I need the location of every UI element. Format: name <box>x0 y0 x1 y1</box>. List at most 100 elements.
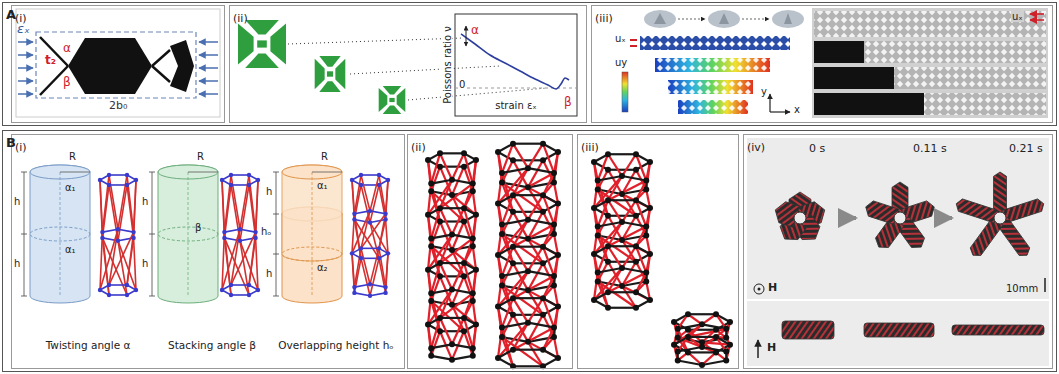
figure-art <box>152 66 170 82</box>
figure-art <box>812 8 1048 118</box>
figure-art <box>425 157 431 163</box>
figure-art <box>354 211 370 214</box>
figure-art <box>555 252 561 258</box>
figure-art <box>814 67 894 89</box>
figure-art <box>525 184 531 190</box>
figure-art <box>495 252 501 258</box>
figure-art <box>540 157 546 163</box>
figure-art <box>723 349 729 355</box>
figure-art <box>131 236 135 240</box>
figure-art <box>98 178 102 182</box>
figure-art <box>282 165 342 179</box>
axis-caption: strain εₓ <box>494 100 538 111</box>
figure-label: h <box>141 196 149 207</box>
subpanel-label: (iii) <box>581 141 599 154</box>
figure-label: h <box>141 258 149 269</box>
figure-label: 2b₀ <box>108 100 128 112</box>
figure-art <box>608 246 622 268</box>
figure-label: α <box>470 24 480 37</box>
figure-art <box>814 41 864 63</box>
figure-art <box>249 238 256 285</box>
figure-art <box>312 172 313 296</box>
figure-art <box>425 267 431 273</box>
figure-label: uₓ <box>1011 11 1024 22</box>
figure-art <box>440 152 464 154</box>
figure-art <box>646 162 650 189</box>
lattice-tube <box>495 141 561 370</box>
figure-art <box>30 165 90 179</box>
figure-art <box>510 347 516 353</box>
axis-caption: Overlapping height hₒ <box>277 340 394 352</box>
figure-art <box>608 227 646 247</box>
figure-art <box>622 268 646 272</box>
star-robot <box>772 192 828 246</box>
subpanel-label: (ii) <box>233 12 248 25</box>
figure-art <box>359 173 363 177</box>
figure-art <box>782 321 834 339</box>
figure-art <box>727 342 733 348</box>
figure-art <box>354 284 370 287</box>
figure-art <box>327 71 333 76</box>
figure-art <box>551 221 557 227</box>
figure-art <box>437 273 443 279</box>
figure-art <box>498 323 528 358</box>
figure-label: 0 s <box>808 143 826 155</box>
figure-art <box>428 290 434 296</box>
figure-art <box>647 297 653 303</box>
figure-art <box>894 67 1046 89</box>
lattice-tube <box>98 173 138 297</box>
figure-art <box>116 227 120 231</box>
figure-art <box>134 288 138 292</box>
figure-label: H <box>767 282 778 294</box>
figure-art <box>608 181 646 201</box>
figure-art <box>594 268 622 300</box>
figure-art <box>644 10 676 28</box>
figure-art <box>622 200 636 222</box>
figure-art <box>352 285 356 289</box>
figure-art <box>440 207 464 209</box>
figure-art <box>199 93 218 95</box>
figure-art <box>370 211 386 214</box>
figure-art <box>499 324 505 330</box>
figure-label: h <box>265 268 273 279</box>
figure-art <box>359 256 363 260</box>
figure-art <box>273 296 279 297</box>
figure-art <box>107 283 111 287</box>
figure-art <box>554 204 558 235</box>
figure-art <box>470 345 476 351</box>
figure-art <box>510 192 516 198</box>
figure-art <box>513 297 543 299</box>
figure-art <box>470 353 476 359</box>
figure-art <box>554 152 558 173</box>
figure-art <box>510 209 516 215</box>
figure-art <box>428 243 434 249</box>
figure-label: y <box>760 86 768 97</box>
figure-art <box>461 219 467 225</box>
figure-art <box>452 235 473 239</box>
figure-art <box>713 327 719 333</box>
figure-art <box>386 253 388 287</box>
figure-label: R <box>320 151 329 162</box>
figure-art <box>240 185 249 241</box>
figure-art <box>770 111 790 112</box>
figure-art <box>361 214 386 249</box>
figure-art <box>461 205 467 211</box>
figure-art <box>622 286 636 308</box>
figure-art <box>18 54 33 56</box>
figure-art <box>513 224 554 246</box>
figure-art <box>675 335 681 341</box>
figure-art <box>470 235 476 241</box>
figure-art <box>499 180 505 186</box>
figure-art <box>513 173 554 195</box>
figure-art <box>952 325 1044 335</box>
figure-art <box>473 267 479 273</box>
figure-art <box>461 34 569 89</box>
figure-art <box>708 10 740 28</box>
figure-art <box>440 317 464 319</box>
figure-art <box>555 355 561 361</box>
figure-art <box>437 205 443 211</box>
figure-art <box>647 205 653 211</box>
figure-art <box>499 283 505 289</box>
figure-art <box>605 197 611 203</box>
figure-art <box>513 276 554 298</box>
